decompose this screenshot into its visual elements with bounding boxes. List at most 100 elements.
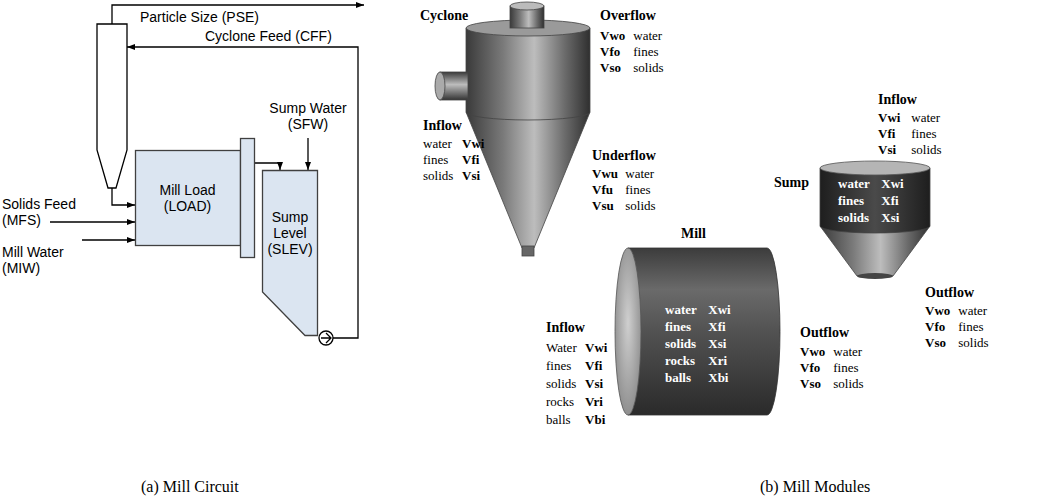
sump-module: Sumpwater Xwifines Xfisolids Xsi: [820, 161, 930, 281]
flow-variable: fines Vfi: [423, 152, 479, 168]
variable-code: Vwi: [459, 136, 484, 151]
variable-word: rocks: [665, 353, 705, 369]
variable-word: solids: [830, 376, 864, 391]
variable-word: solids: [665, 336, 705, 352]
variable-code: Vsi: [582, 376, 603, 391]
cyclone-symbol: [97, 24, 127, 188]
node-outline: [615, 248, 780, 415]
flow-heading: Underflow: [592, 148, 656, 164]
node-shape: [820, 168, 930, 233]
variable-word: water: [622, 166, 654, 181]
flow-variable: rocks Vri: [546, 394, 603, 410]
variable-word: water: [630, 28, 662, 43]
variable-code: Vwo: [925, 303, 955, 319]
state-variable: water Xwi: [838, 176, 904, 192]
variable-code: Vsi: [459, 168, 480, 183]
state-variable: balls Xbi: [665, 370, 728, 386]
mill-load-box: Mill Load (LOAD): [135, 138, 255, 258]
variable-word: water: [423, 136, 459, 152]
variable-code: Xri: [705, 353, 727, 368]
variable-word: water: [665, 302, 705, 318]
inlet-pipe-end: [435, 72, 445, 100]
node-shape: [628, 248, 780, 415]
flow-variable: balls Vbi: [546, 412, 605, 428]
flow-heading: Inflow: [546, 320, 585, 336]
stream-label: Cyclone Feed (CFF): [205, 28, 332, 44]
variable-word: solids: [622, 198, 656, 213]
pump-symbol: [319, 331, 333, 345]
particle-size-arrow: [112, 5, 364, 24]
flow-variable: Vwo water: [800, 344, 862, 360]
variable-word: balls: [546, 412, 582, 428]
variable-code: Xwi: [705, 302, 731, 317]
variable-code: Vso: [800, 376, 830, 392]
cyclone-cone: [466, 112, 590, 248]
variable-word: fines: [546, 358, 582, 374]
state-variable: fines Xfi: [665, 319, 726, 335]
variable-word: rocks: [546, 394, 582, 410]
variable-word: fines: [908, 126, 937, 141]
sump-water-arrow: [307, 138, 308, 170]
sump-level-tank: Sump Level (SLEV): [262, 170, 318, 336]
flow-variable: Vso solids: [600, 60, 664, 76]
variable-code: Xbi: [705, 370, 728, 385]
flow-heading: Outflow: [925, 285, 974, 301]
flow-variable: Vfo fines: [800, 360, 859, 376]
pump-symbol: [321, 333, 331, 343]
state-variable: water Xwi: [665, 302, 731, 318]
variable-word: fines: [665, 319, 705, 335]
node-shape: [615, 248, 641, 415]
flow-heading: Inflow: [423, 118, 462, 134]
variable-word: fines: [955, 319, 984, 334]
variable-code: Vwo: [800, 344, 830, 360]
variable-code: Vri: [582, 394, 603, 409]
flow-variable: Vfo fines: [925, 319, 984, 335]
flow-variable: fines Vfi: [546, 358, 602, 374]
variable-code: Vfu: [592, 182, 622, 198]
module-heading: Sump: [774, 175, 809, 191]
variable-code: Vwi: [878, 110, 908, 126]
mill-water-arrow: [82, 239, 135, 240]
variable-word: solids: [955, 335, 989, 350]
variable-word: Water: [546, 340, 582, 356]
variable-code: Vfi: [459, 152, 479, 167]
flow-variable: solids Vsi: [423, 168, 480, 184]
cyclone-spout: [522, 246, 534, 256]
variable-code: Xwi: [878, 176, 904, 191]
stream-label: Solids Feed (MFS): [2, 196, 82, 228]
solids-feed-arrow: [50, 221, 135, 222]
node-shape: [820, 161, 930, 175]
node-shape: [263, 171, 318, 336]
variable-word: water: [908, 110, 940, 125]
overflow-pipe-end: [510, 2, 544, 10]
variable-code: Vso: [925, 335, 955, 351]
variable-code: Xfi: [878, 193, 899, 208]
flow-heading: Overflow: [600, 8, 656, 24]
variable-code: Vso: [600, 60, 630, 76]
flow-variable: Water Vwi: [546, 340, 607, 356]
state-variable: solids Xsi: [838, 210, 899, 226]
variable-code: Vwi: [582, 340, 607, 355]
node-outline: [820, 161, 930, 281]
variable-word: fines: [423, 152, 459, 168]
panel-caption: (a) Mill Circuit: [141, 478, 239, 496]
variable-code: Xsi: [705, 336, 726, 351]
node-shape: [136, 151, 241, 246]
variable-code: Vfo: [600, 44, 630, 60]
state-variable: solids Xsi: [665, 336, 726, 352]
panel-caption: (b) Mill Modules: [760, 478, 870, 496]
variable-code: Vfi: [582, 358, 602, 373]
flow-variable: Vfo fines: [600, 44, 659, 60]
flow-variable: Vsi solids: [878, 142, 942, 158]
flow-variable: Vwi water: [878, 110, 940, 126]
variable-code: Vbi: [582, 412, 605, 427]
variable-word: solids: [423, 168, 459, 184]
state-variable: fines Xfi: [838, 193, 899, 209]
variable-word: solids: [908, 142, 942, 157]
variable-word: water: [830, 344, 862, 359]
variable-word: water: [955, 303, 987, 318]
box-label: Sump Level (SLEV): [264, 209, 316, 257]
cyclone-feed-arrow: [127, 47, 358, 338]
state-variable: rocks Xri: [665, 353, 727, 369]
